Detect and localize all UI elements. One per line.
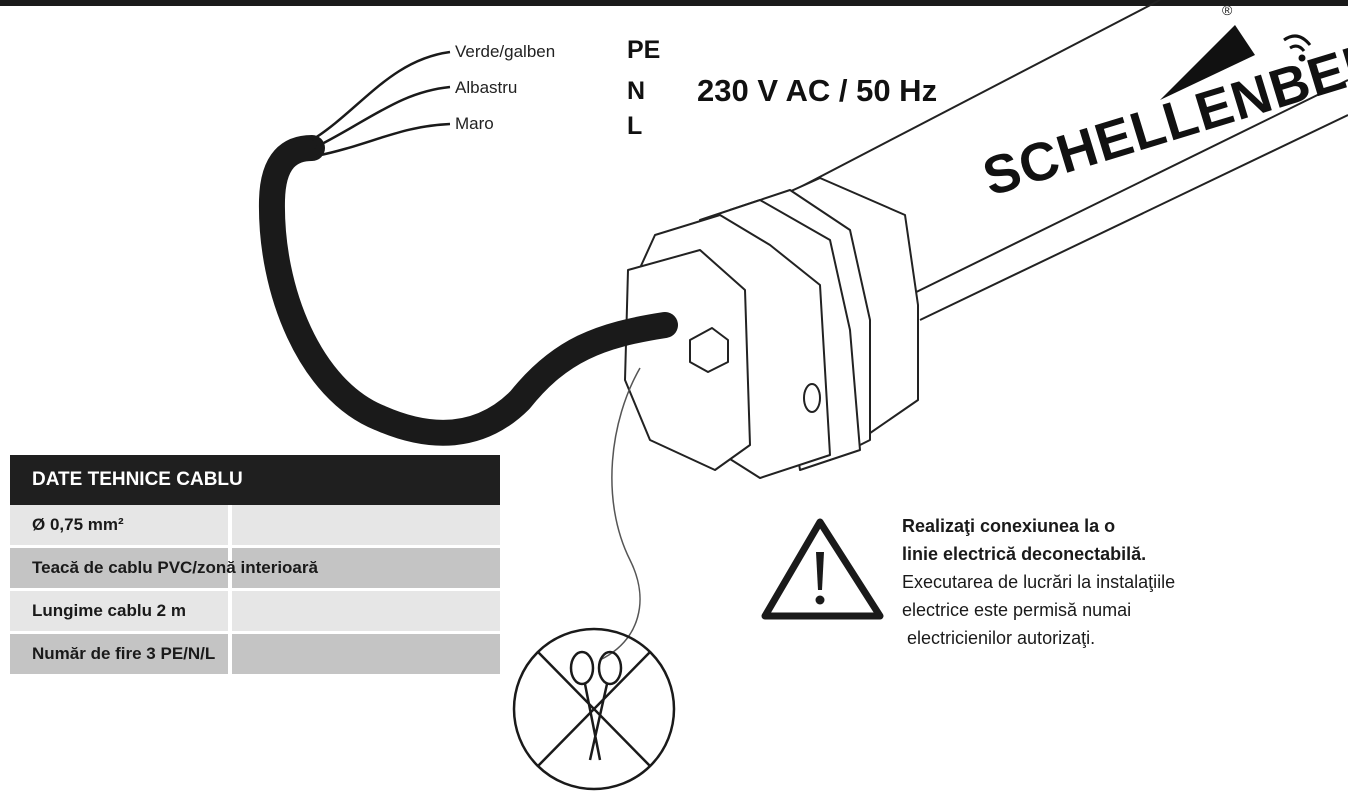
brand-logo-icon: [1160, 25, 1255, 100]
table-row: Teacă de cablu PVC/zonă interioară: [10, 548, 500, 588]
cable-spec-table: DATE TEHNICE CABLU Ø 0,75 mm² Teacă de c…: [10, 455, 500, 674]
warning-line: electrice este permisă numai: [902, 600, 1132, 620]
table-row: Lungime cablu 2 m: [10, 591, 500, 631]
warning-bold-line: Realizaţi conexiunea la o: [902, 516, 1116, 536]
power-cable: [258, 135, 678, 446]
table-row: Ø 0,75 mm²: [10, 505, 500, 545]
leader-line: [599, 367, 641, 661]
table-title: DATE TEHNICE CABLU: [10, 455, 500, 505]
warning-line: Executarea de lucrări la instalaţiile: [902, 572, 1176, 592]
brand-signal-icon: [1283, 34, 1312, 62]
warning-triangle-icon: [761, 518, 884, 620]
wire-code-pe: PE: [627, 36, 661, 64]
no-cut-scissors-icon: [512, 627, 676, 791]
warning-line: electricienilor autorizaţi.: [902, 628, 1096, 648]
registered-mark: ®: [1222, 2, 1233, 18]
wire-code-l: L: [627, 112, 643, 140]
table-row: Număr de fire 3 PE/N/L: [10, 634, 500, 674]
wire-label-n: Albastru: [455, 78, 518, 97]
motor-tube: [759, 0, 1348, 321]
warning-text: Realizaţi conexiunea la o linie electric…: [902, 512, 1175, 652]
wire-label-l: Maro: [455, 114, 494, 133]
motor-head: [624, 177, 919, 479]
warning-bold-line: linie electrică deconectabilă.: [902, 544, 1147, 564]
top-border: [0, 0, 1348, 6]
wire-code-n: N: [627, 77, 646, 105]
wire-label-pe: Verde/galben: [455, 42, 556, 61]
voltage-spec: 230 V AC / 50 Hz: [697, 73, 938, 108]
wire-leads: [311, 50, 451, 158]
